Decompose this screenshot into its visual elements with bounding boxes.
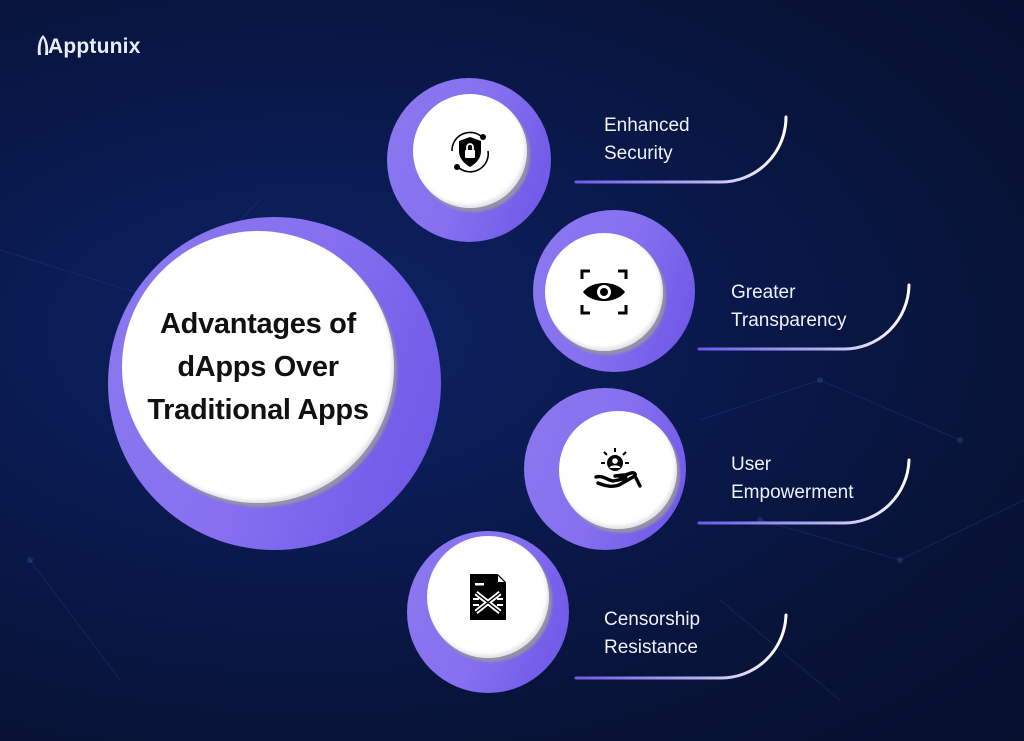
label-transparency: Greater Transparency — [731, 282, 847, 331]
brand-logo: Apptunix — [36, 34, 141, 59]
center-title: Advantages of dApps Over Traditional App… — [147, 307, 369, 426]
shield-lock-icon — [451, 131, 490, 173]
item-circle-security — [413, 94, 527, 208]
connector-transparency — [697, 283, 911, 351]
item-circle-censorship — [427, 536, 549, 658]
item-ring-empowerment — [524, 388, 686, 550]
hand-user-icon — [594, 448, 642, 488]
connector-security — [574, 115, 788, 184]
item-ring-security — [387, 78, 551, 242]
connector-empowerment — [697, 458, 911, 525]
logo-text: Apptunix — [48, 35, 141, 58]
document-cross-icon — [470, 574, 506, 620]
item-circle-transparency — [545, 233, 663, 351]
center-ring: Advantages of dApps Over Traditional App… — [108, 217, 441, 550]
apptunix-logo-icon — [37, 35, 49, 55]
label-censorship: Censorship Resistance — [604, 609, 701, 658]
label-empowerment: User Empowerment — [731, 454, 854, 503]
center-circle: Advantages of dApps Over Traditional App… — [122, 231, 394, 503]
connector-censorship — [574, 613, 788, 680]
item-circle-empowerment — [559, 411, 677, 529]
item-ring-censorship — [407, 531, 569, 693]
eye-scan-icon — [580, 269, 628, 315]
item-ring-transparency — [533, 210, 695, 372]
label-security: Enhanced Security — [604, 115, 690, 164]
